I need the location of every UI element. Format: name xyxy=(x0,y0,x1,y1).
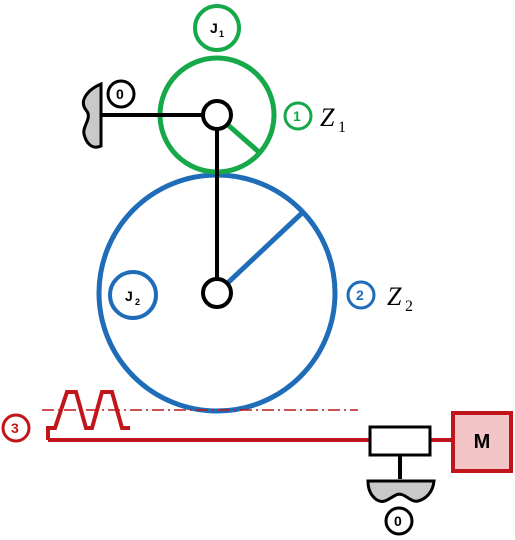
j1-label-sub: 1 xyxy=(219,29,224,39)
z2-label: Z xyxy=(387,282,402,311)
z1-label-sub: 1 xyxy=(338,119,346,136)
ground-top-marker xyxy=(106,79,136,109)
z2-label-sub: 2 xyxy=(405,298,413,315)
motor-box xyxy=(451,411,513,473)
z1-label: Z xyxy=(320,103,335,132)
rack-number: 3 xyxy=(11,420,19,436)
j2-inertia-marker xyxy=(108,270,158,320)
ground-top-label: 0 xyxy=(116,86,124,102)
gear-2-spoke xyxy=(215,211,304,295)
rack-teeth xyxy=(46,390,130,440)
slider-block xyxy=(368,425,432,457)
ground-bottom-marker xyxy=(384,506,414,536)
ground-top-support xyxy=(81,81,103,149)
j1-label: J xyxy=(210,20,218,36)
gear-1-pivot xyxy=(201,99,233,131)
j2-label-sub: 2 xyxy=(135,297,140,307)
j2-label: J xyxy=(125,288,133,304)
ground-bottom-support xyxy=(366,479,436,503)
gear-1-number-marker xyxy=(283,101,313,131)
gear-1-number: 1 xyxy=(293,108,301,124)
j1-inertia-marker xyxy=(193,4,241,52)
motor-label: M xyxy=(474,431,491,453)
gear-2-number: 2 xyxy=(356,287,364,303)
gear-2-number-marker xyxy=(346,280,376,310)
rack-number-marker xyxy=(1,413,31,443)
gear-2-pivot xyxy=(201,277,233,309)
ground-bottom-label: 0 xyxy=(394,513,402,529)
